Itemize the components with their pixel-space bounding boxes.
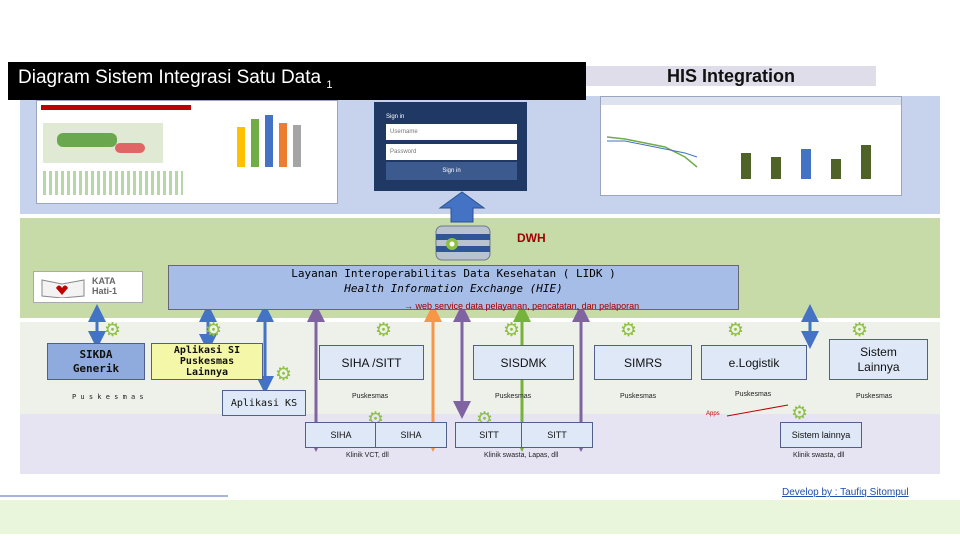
gear-icon: ⚙ [205,320,223,341]
screenshot-nav-bar [601,97,901,105]
simrs-box[interactable]: SIMRS [594,345,692,380]
simrs-sub: Puskesmas [620,393,657,400]
si-puskesmas-box[interactable]: Aplikasi SI Puskesmas Lainnya [151,343,263,380]
diagram-title: Diagram Sistem Integrasi Satu Data 1 [8,62,586,100]
gear-icon: ⚙ [375,320,393,341]
diagram-title-sub: 1 [326,78,333,91]
sitt-lower-label-b: SITT [547,430,567,440]
bar-1 [237,127,245,167]
hie-title: Layanan Interoperabilitas Data Kesehatan… [291,267,616,280]
elogistik-box[interactable]: e.Logistik [701,345,807,380]
bar-5 [293,125,301,167]
sitt-lower-box-a[interactable]: SITT [455,422,523,448]
dashboard-screenshot-charts [600,96,902,196]
gear-icon: ⚙ [727,320,745,341]
elogistik-sub: Puskesmas [735,391,772,398]
siha-lower-box-b[interactable]: SIHA [375,422,447,448]
sikda-line2: Generik [72,361,120,375]
sisdmk-box[interactable]: SISDMK [473,345,574,380]
gear-icon: ⚙ [851,320,869,341]
sign-in-panel: Sign in Username Password Sign in [374,102,527,191]
siha-sitt-label: SIHA /SITT [341,355,402,370]
sikda-sub: P u s k e s m a s [72,393,144,401]
sistem-lainnya-lower-note: Klinik swasta, dll [793,452,845,459]
dwh-database-icon [435,225,491,261]
thumb-bar-1 [741,153,751,179]
gear-icon: ⚙ [503,320,521,341]
map-panel [43,123,163,163]
sign-in-button[interactable]: Sign in [386,162,517,180]
password-field[interactable]: Password [386,144,517,160]
bar-4 [279,123,287,167]
sistem-lainnya-line2: Lainnya [857,359,900,374]
gear-icon: ⚙ [620,320,638,341]
si-puskesmas-line3: Lainnya [185,367,229,378]
bar-3 [265,115,273,167]
aplikasi-ks-box[interactable]: Aplikasi KS [222,390,306,416]
siha-lower-box-a[interactable]: SIHA [305,422,377,448]
footer-band [0,500,960,534]
book-heart-icon [41,279,85,298]
sign-in-heading: Sign in [386,114,405,120]
thumb-bar-5 [861,145,871,179]
web-service-note: → web service data pelayanan, pencatatan… [404,301,640,311]
simrs-label: SIMRS [623,355,662,370]
sitt-lower-box-b[interactable]: SITT [521,422,593,448]
apps-label: Apps [706,411,720,417]
sitt-lower-note: Klinik swasta, Lapas, dll [484,452,559,459]
sikda-generik-box[interactable]: SIKDA Generik [47,343,145,380]
his-integration-label: HIS Integration [586,66,876,86]
thumb-bar-2 [771,157,781,179]
si-puskesmas-line2: Puskesmas [179,356,235,367]
siha-lower-note: Klinik VCT, dll [346,452,389,459]
dashboard-screenshot-map [36,100,338,204]
gear-icon: ⚙ [104,320,122,341]
siha-lower-label-a: SIHA [330,430,352,440]
map-island-red [115,143,145,153]
line-chart-thumb [606,136,698,168]
siha-sitt-sub: Puskesmas [352,393,389,400]
sisdmk-label: SISDMK [500,355,547,370]
dwh-up-arrow [438,191,486,223]
dwh-label: DWH [517,231,546,245]
diagram-title-text: Diagram Sistem Integrasi Satu Data [18,67,322,88]
kata-logo-line2: Hati-1 [92,286,118,296]
thumb-bar-3 [801,149,811,179]
sistem-lainnya-lower-box[interactable]: Sistem lainnya [780,422,862,448]
sitt-lower-label-a: SITT [479,430,499,440]
sisdmk-sub: Puskesmas [495,393,532,400]
kata-logo-line1: KATA [92,276,116,286]
sikda-line1: SIKDA [79,347,113,361]
elogistik-label: e.Logistik [728,355,780,370]
bar-2 [251,119,259,167]
hie-subtitle: Health Information Exchange (HIE) [344,282,563,295]
siha-sitt-box[interactable]: SIHA /SITT [319,345,424,380]
sistem-lainnya-line1: Sistem [860,344,897,359]
gear-icon: ⚙ [791,403,809,424]
sistem-lainnya-box[interactable]: Sistem Lainnya [829,339,928,380]
sistem-lainnya-lower-label: Sistem lainnya [791,430,851,440]
mini-chart-strip [43,171,183,195]
sistem-lainnya-sub: Puskesmas [856,393,893,400]
thumb-bar-4 [831,159,841,179]
siha-lower-label-b: SIHA [400,430,422,440]
si-puskesmas-line1: Aplikasi SI [173,345,241,356]
aplikasi-ks-label: Aplikasi KS [230,397,298,409]
developer-credit[interactable]: Develop by : Taufiq Sitompul [782,487,909,498]
username-field[interactable]: Username [386,124,517,140]
apps-pointer [726,404,789,417]
screenshot-header-bar [41,105,191,110]
gear-icon: ⚙ [275,364,293,385]
map-island [57,133,117,147]
hie-box: Layanan Interoperabilitas Data Kesehatan… [168,265,739,310]
